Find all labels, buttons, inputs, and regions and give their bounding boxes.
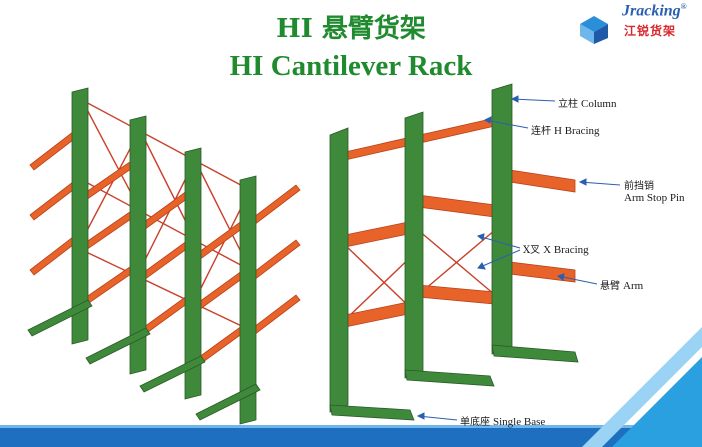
page-title-cn: HI 悬臂货架 <box>276 14 426 44</box>
logo-text-cn: 江锐货架 <box>624 24 677 38</box>
logo-cube-icon <box>580 16 608 44</box>
brand-logo <box>576 4 698 44</box>
page-title: HI Cantilever Rack <box>229 50 473 82</box>
logo-text: Jracking® <box>622 2 687 20</box>
